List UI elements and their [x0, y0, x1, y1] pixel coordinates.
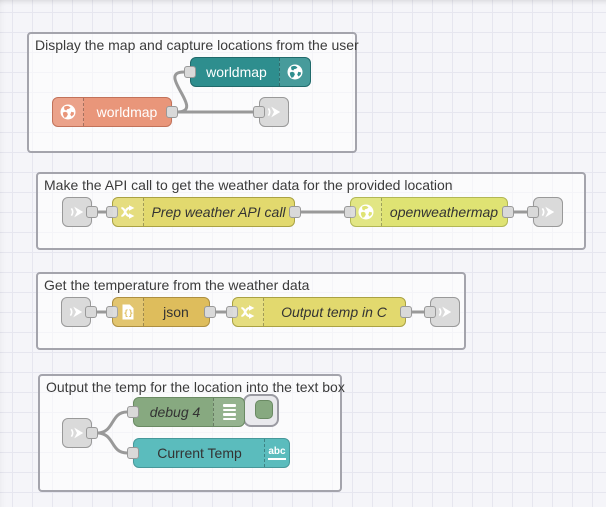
shuffle-icon: [233, 298, 264, 326]
group-title: Make the API call to get the weather dat…: [44, 177, 453, 193]
input-port[interactable]: [344, 206, 356, 218]
output-port[interactable]: [166, 106, 178, 118]
node-link-in-3[interactable]: [61, 297, 97, 327]
node-link-out-1[interactable]: [253, 97, 289, 127]
output-port[interactable]: [502, 206, 514, 218]
group-title: Get the temperature from the weather dat…: [44, 277, 310, 293]
node-label: Current Temp: [157, 445, 242, 461]
node-worldmap-in[interactable]: worldmap: [52, 97, 178, 127]
node-debug-4[interactable]: debug 4: [127, 397, 245, 427]
node-label: json: [163, 304, 189, 320]
node-prep-weather-api-call[interactable]: Prep weather API call: [106, 197, 301, 227]
link-out-icon: [267, 105, 282, 119]
text-widget-abc-icon: abc: [264, 439, 289, 467]
node-link-in-2[interactable]: [62, 197, 98, 227]
json-file-icon: [113, 298, 144, 326]
link-in-icon: [70, 205, 84, 219]
input-port[interactable]: [106, 206, 118, 218]
link-out-icon: [541, 205, 556, 219]
globe-icon: [279, 58, 310, 86]
input-port[interactable]: [106, 306, 118, 318]
output-port[interactable]: [400, 306, 412, 318]
node-json[interactable]: json: [106, 297, 216, 327]
debug-list-icon: [213, 398, 244, 426]
globe-icon: [53, 98, 84, 126]
input-port[interactable]: [424, 306, 436, 318]
input-port[interactable]: [226, 306, 238, 318]
globe-icon: [351, 198, 382, 226]
node-label: Prep weather API call: [151, 204, 286, 220]
input-port[interactable]: [527, 206, 539, 218]
node-openweathermap[interactable]: openweathermap: [344, 197, 514, 227]
input-port[interactable]: [184, 66, 196, 78]
node-worldmap-display[interactable]: worldmap: [184, 57, 311, 87]
node-label: worldmap: [206, 64, 267, 80]
wire[interactable]: [95, 431, 129, 455]
input-port[interactable]: [127, 406, 139, 418]
node-label: openweathermap: [389, 204, 499, 220]
debug-toggle-button[interactable]: [255, 400, 273, 419]
output-port[interactable]: [86, 206, 98, 218]
debug-toggle-frame: [243, 394, 279, 427]
group-title: Output the temp for the location into th…: [46, 379, 345, 395]
node-output-temp-in-c[interactable]: Output temp in C: [226, 297, 412, 327]
output-port[interactable]: [289, 206, 301, 218]
wire[interactable]: [173, 70, 189, 114]
group-output-temp[interactable]: Output the temp for the location into th…: [38, 374, 345, 492]
shuffle-icon: [113, 198, 144, 226]
input-port[interactable]: [253, 106, 265, 118]
node-link-out-3[interactable]: [424, 297, 460, 327]
link-in-icon: [69, 305, 83, 319]
node-label: Output temp in C: [281, 304, 387, 320]
node-link-in-4[interactable]: [62, 418, 98, 448]
input-port[interactable]: [127, 447, 139, 459]
output-port[interactable]: [204, 306, 216, 318]
node-current-temp[interactable]: Current Temp abc: [127, 438, 290, 468]
link-in-icon: [70, 426, 84, 440]
group-display-map[interactable]: Display the map and capture locations fr…: [27, 32, 359, 153]
node-label: debug 4: [149, 404, 201, 420]
node-label: worldmap: [96, 104, 158, 120]
output-port[interactable]: [86, 427, 98, 439]
wire[interactable]: [95, 410, 129, 435]
node-link-out-2[interactable]: [527, 197, 563, 227]
link-out-icon: [438, 305, 453, 319]
output-port[interactable]: [85, 306, 97, 318]
group-title: Display the map and capture locations fr…: [35, 37, 359, 53]
